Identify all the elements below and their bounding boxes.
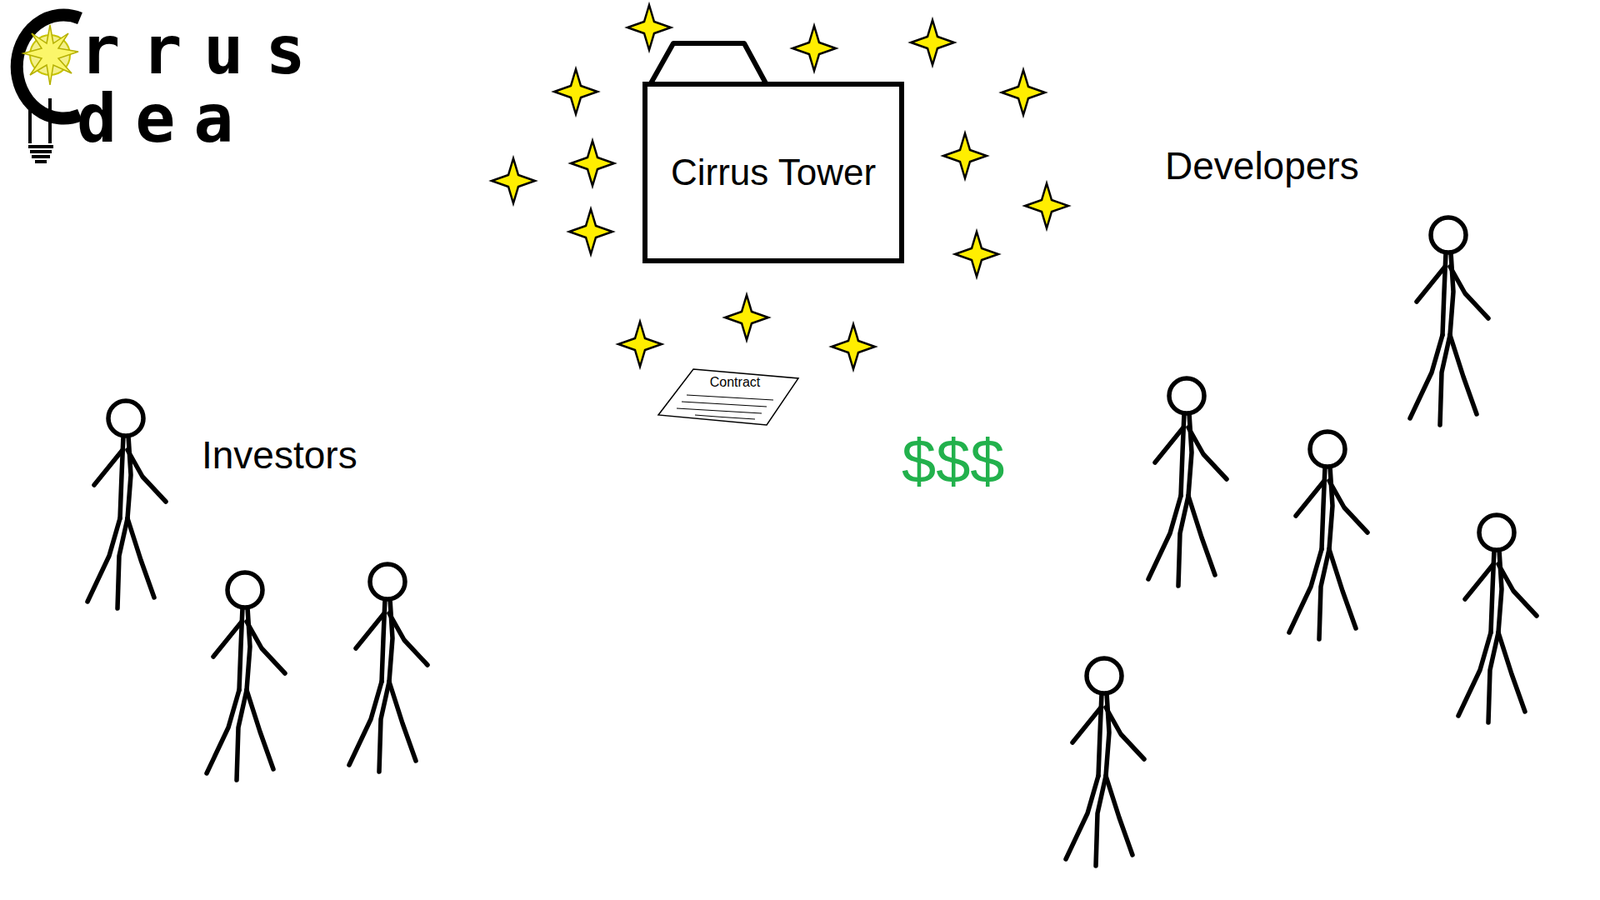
- stick-figure: [1148, 378, 1227, 586]
- folder-box: Cirrus Tower: [642, 81, 905, 264]
- sparkle: [792, 25, 836, 71]
- investor-figures: [87, 400, 428, 780]
- money-symbol: $$$: [901, 425, 1005, 497]
- sparkle: [491, 158, 535, 204]
- sparkle: [618, 321, 662, 367]
- developer-figures: [1065, 217, 1537, 866]
- sparkle: [570, 140, 615, 186]
- sparkles: [491, 5, 1069, 370]
- logo-text: dea: [76, 80, 253, 158]
- group-label: Developers: [1165, 143, 1360, 189]
- sparkle: [554, 69, 598, 115]
- sparkle: [831, 324, 875, 370]
- sparkle: [1001, 70, 1045, 115]
- logo-text: rrus: [80, 11, 328, 90]
- sparkle: [955, 231, 999, 277]
- stick-figure: [1289, 431, 1368, 640]
- stick-figure: [1065, 658, 1145, 866]
- node-text: Cirrus Tower: [670, 151, 876, 194]
- stick-figure: [349, 564, 428, 772]
- logo-sun: [23, 25, 79, 85]
- stick-figure: [206, 572, 285, 780]
- sparkle: [1025, 183, 1069, 229]
- sparkle: [910, 20, 955, 65]
- folder-tab: [650, 43, 766, 84]
- stick-figure: [1458, 515, 1537, 723]
- logo-bulb: [28, 98, 54, 162]
- sparkle: [943, 133, 987, 179]
- stick-figure: [1410, 217, 1489, 425]
- stick-figure: [87, 400, 166, 609]
- contract-paper: Contract: [656, 366, 800, 427]
- group-label: Investors: [201, 432, 358, 478]
- node-text: Contract: [710, 375, 760, 390]
- sparkle: [725, 295, 769, 340]
- logo: [16, 15, 80, 162]
- sparkle: [627, 5, 671, 50]
- sparkle: [569, 209, 613, 255]
